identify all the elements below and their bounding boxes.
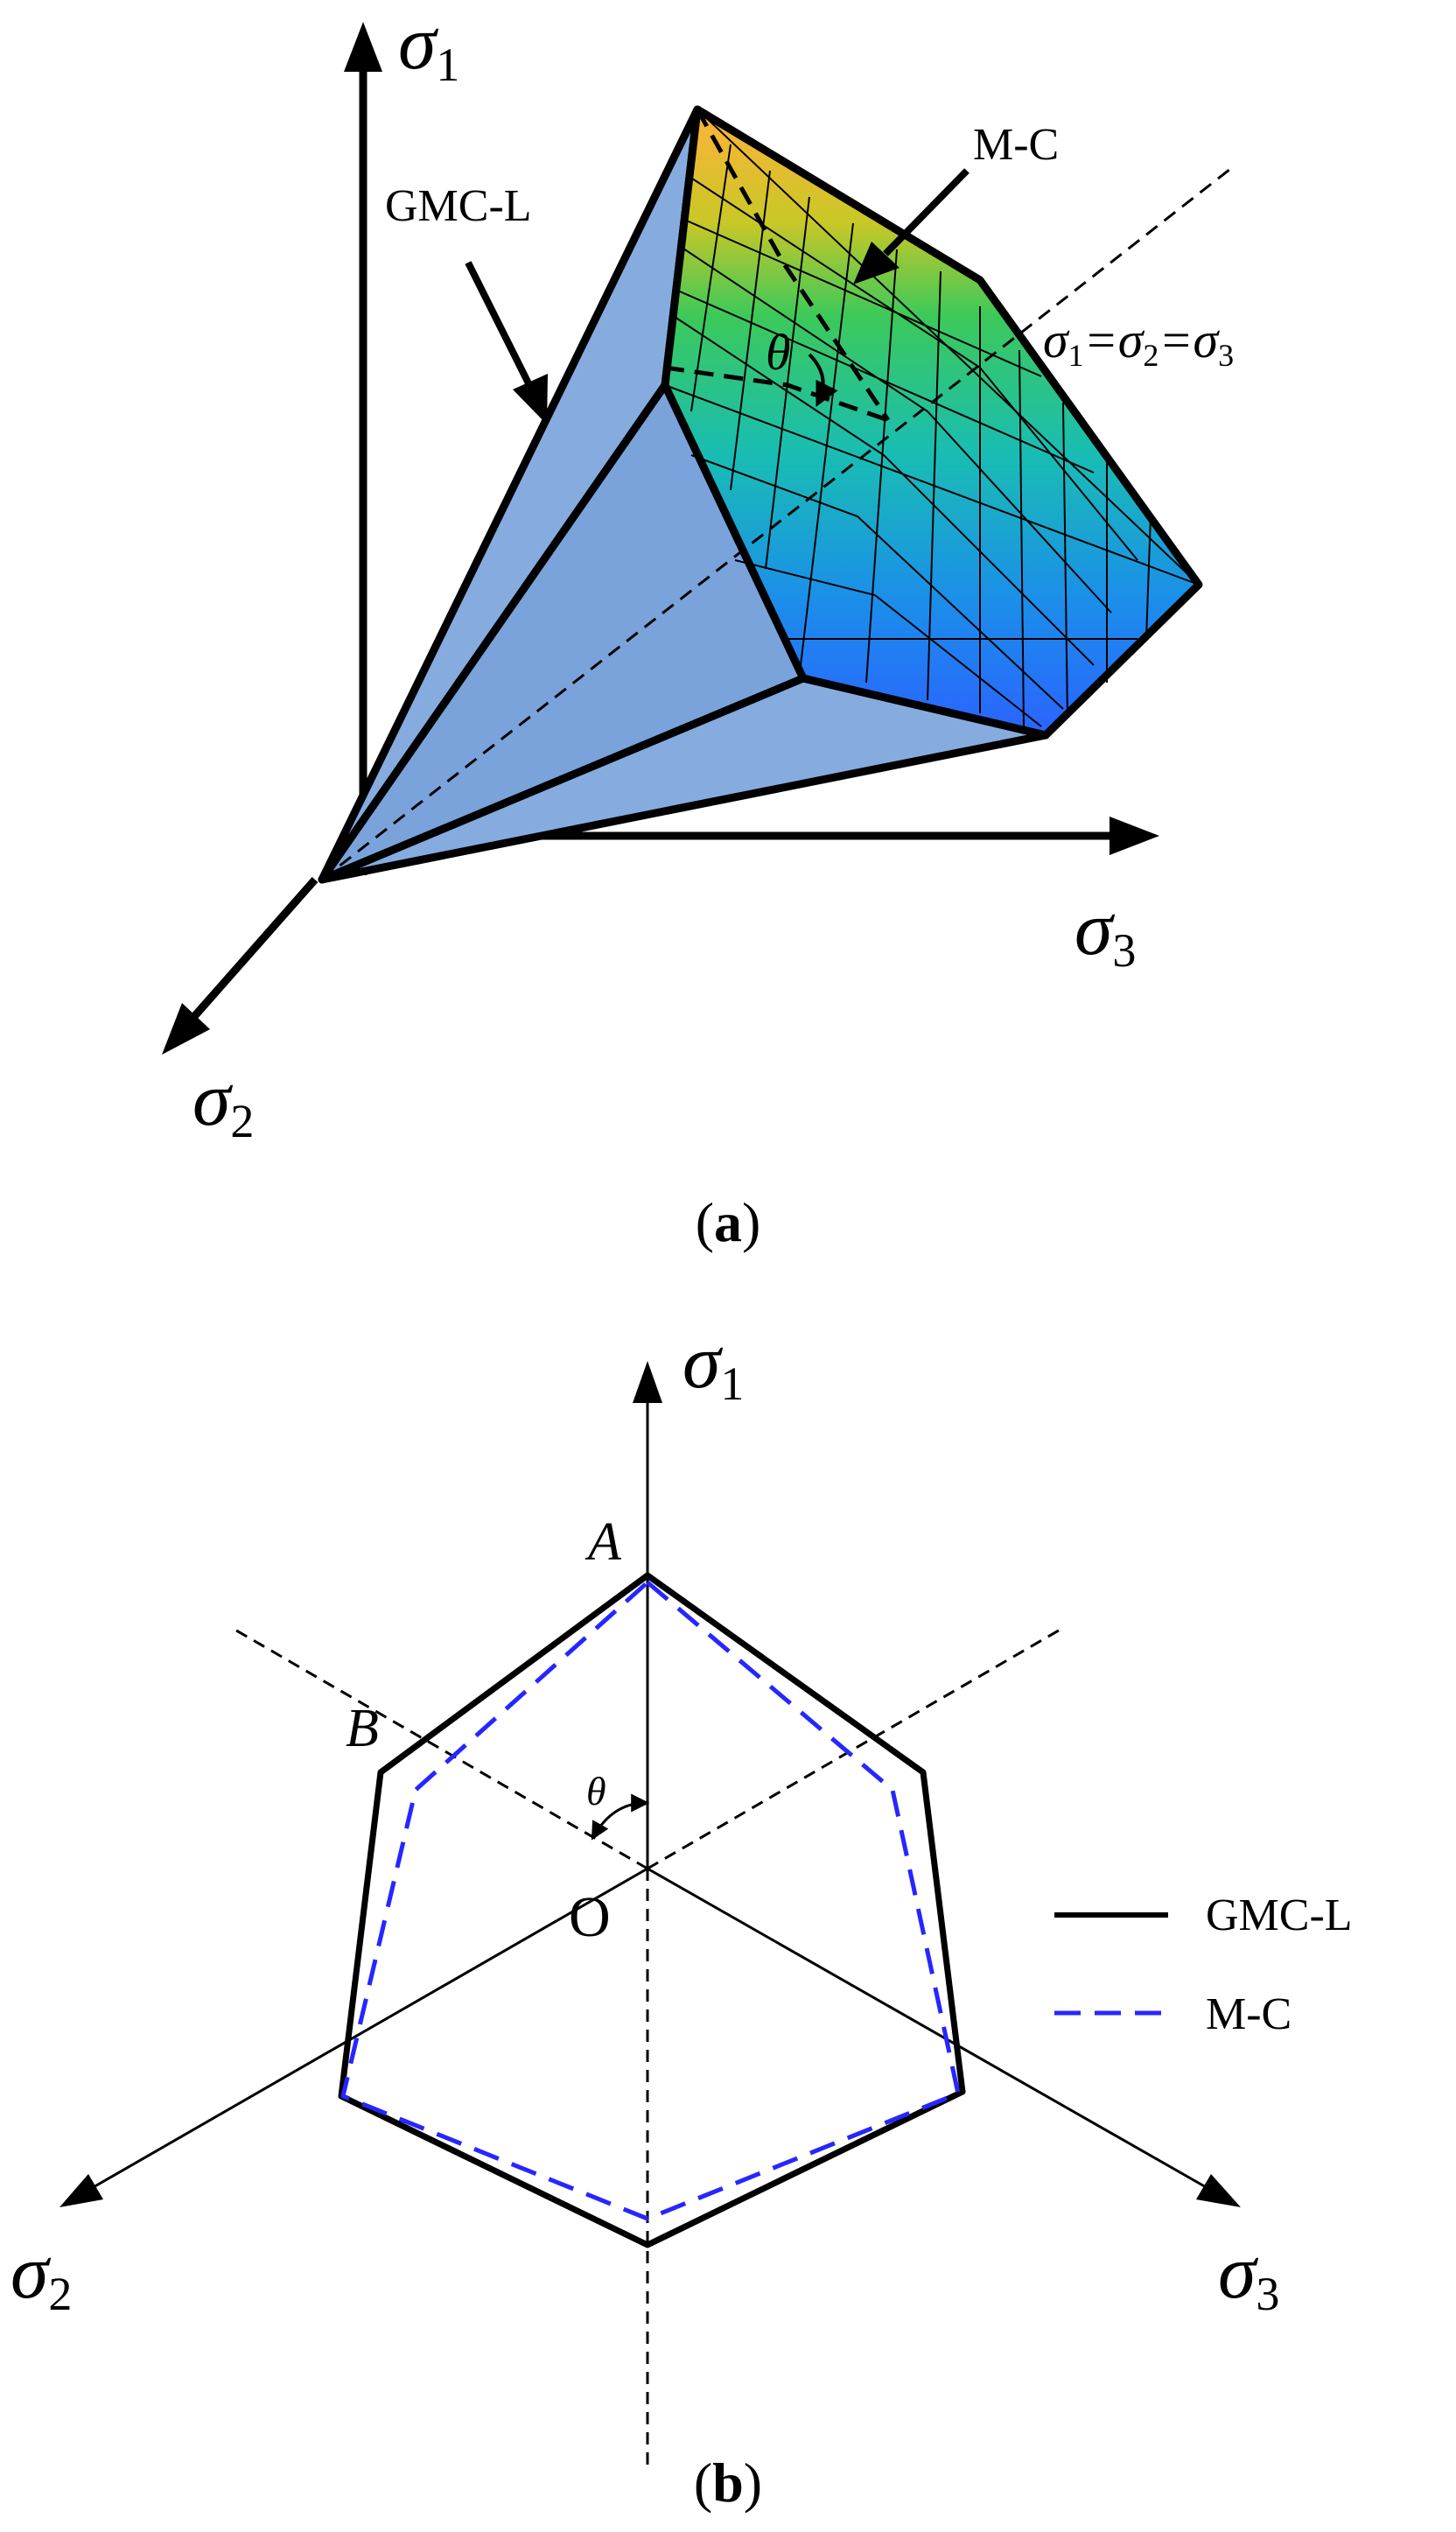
label-sigma3-a: σ3 <box>1074 887 1136 977</box>
label-point-b: B <box>346 1699 379 1758</box>
label-sigma3-b: σ3 <box>1218 2230 1279 2320</box>
mc-boundary <box>695 106 1203 740</box>
gmcl-hexagon <box>338 1572 966 2248</box>
panel-b: σ1 σ2 σ3 A B O θ GMC-L M-C (b) <box>10 1320 1353 2514</box>
mc-inner-edge <box>661 109 808 680</box>
axis-sigma3-b-line <box>647 1867 1208 2190</box>
mc-dashed-ring <box>664 365 889 423</box>
mc-pointer-line <box>883 168 970 256</box>
mc-hexagon <box>340 1580 961 2221</box>
axis-sigma3-b-arrowhead <box>1196 2174 1241 2207</box>
label-sigma1-b: σ1 <box>682 1320 744 1410</box>
theta-arc-b <box>591 1793 650 1841</box>
mc-mesh <box>664 109 1200 727</box>
axis-sigma1-b-arrowhead <box>633 1361 662 1403</box>
label-hydrostatic: σ1=σ2=σ3 <box>1043 312 1234 373</box>
mc-dashed-section <box>695 108 891 422</box>
label-origin: O <box>569 1885 611 1949</box>
legend: GMC-L M-C <box>1054 1890 1353 2039</box>
mc-surface <box>661 106 1203 740</box>
mc-theta-arc <box>808 353 838 408</box>
label-point-a: A <box>584 1512 622 1572</box>
label-mc-a: M-C <box>973 120 1059 170</box>
label-sigma2-a: σ2 <box>192 1057 254 1147</box>
label-gmcl-a: GMC-L <box>385 181 532 231</box>
caption-b: (b) <box>694 2451 762 2514</box>
axis-sigma2-b-arrowhead <box>60 2174 103 2207</box>
axis-sigma2-b-line <box>91 1867 648 2190</box>
axis-sigma2-line <box>180 877 318 1031</box>
label-sigma1-a: σ1 <box>398 1 459 91</box>
legend-gmcl-label: GMC-L <box>1206 1890 1353 1940</box>
label-theta-a: θ <box>766 324 791 381</box>
label-theta-b: θ <box>586 1769 606 1813</box>
panel-a: σ1 σ3 σ2 GMC-L M-C θ σ1=σ2=σ3 (a) <box>162 1 1235 1253</box>
gmcl-pointer-arrowhead <box>513 374 548 424</box>
caption-a: (a) <box>696 1191 761 1253</box>
hydrostatic-axis <box>321 165 1235 881</box>
gmcl-pointer-line <box>465 261 533 387</box>
axis-sigma1-arrowhead <box>344 22 382 72</box>
axis-sigma3-arrowhead <box>1110 817 1159 855</box>
mc-pointer-arrowhead <box>853 242 900 284</box>
label-sigma2-b: σ2 <box>10 2230 72 2320</box>
panel-b-axes <box>60 1361 1241 2207</box>
legend-mc-label: M-C <box>1206 1989 1292 2039</box>
axis-sigma2-arrowhead <box>162 1003 210 1055</box>
